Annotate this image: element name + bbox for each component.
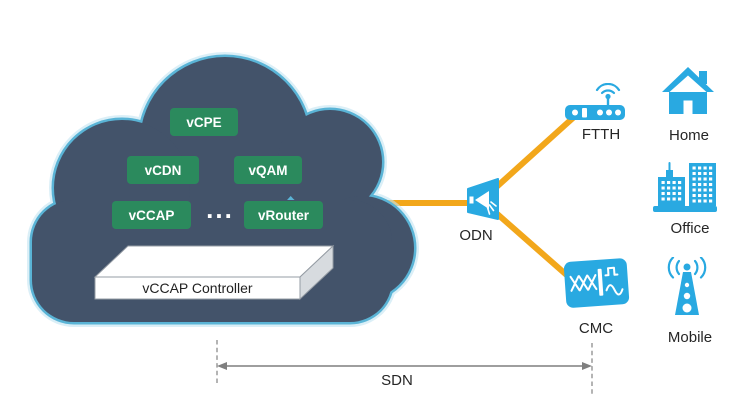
slab-top-face [93,245,335,278]
vnf-ellipsis: ... [206,193,234,224]
optical-splitter-icon [467,178,499,220]
controller-label: vCCAP Controller [142,280,253,296]
wifi-router-icon [565,83,625,120]
link-odn-to-ftth [489,114,577,194]
slab-front-face [94,276,301,300]
arrowhead-left-icon [217,362,227,370]
antenna-tower-icon [667,257,707,315]
office-label: Office [670,220,710,237]
vnf-chip-vccap: vCCAP [112,201,191,229]
vnf-chip-vrouter: vRouter [244,201,323,229]
controller-slab [93,244,335,301]
vnf-chip-vqam: vQAM [234,156,302,184]
vnf-chip-vcpe: vCPE [170,108,238,136]
arrowhead-right-icon [582,362,592,370]
cmc-label: CMC [578,320,614,337]
ftth-label: FTTH [581,126,621,143]
house-icon [662,67,714,114]
sdn-label: SDN [381,372,413,389]
odn-label: ODN [459,227,493,244]
home-label: Home [668,127,709,144]
link-odn-to-cmc [492,209,581,288]
sdn-dimension [216,340,593,396]
mobile-label: Mobile [667,329,713,346]
vnf-chip-vcdn: vCDN [127,156,199,184]
cable-modem-icon [564,258,630,308]
buildings-icon [653,162,717,212]
